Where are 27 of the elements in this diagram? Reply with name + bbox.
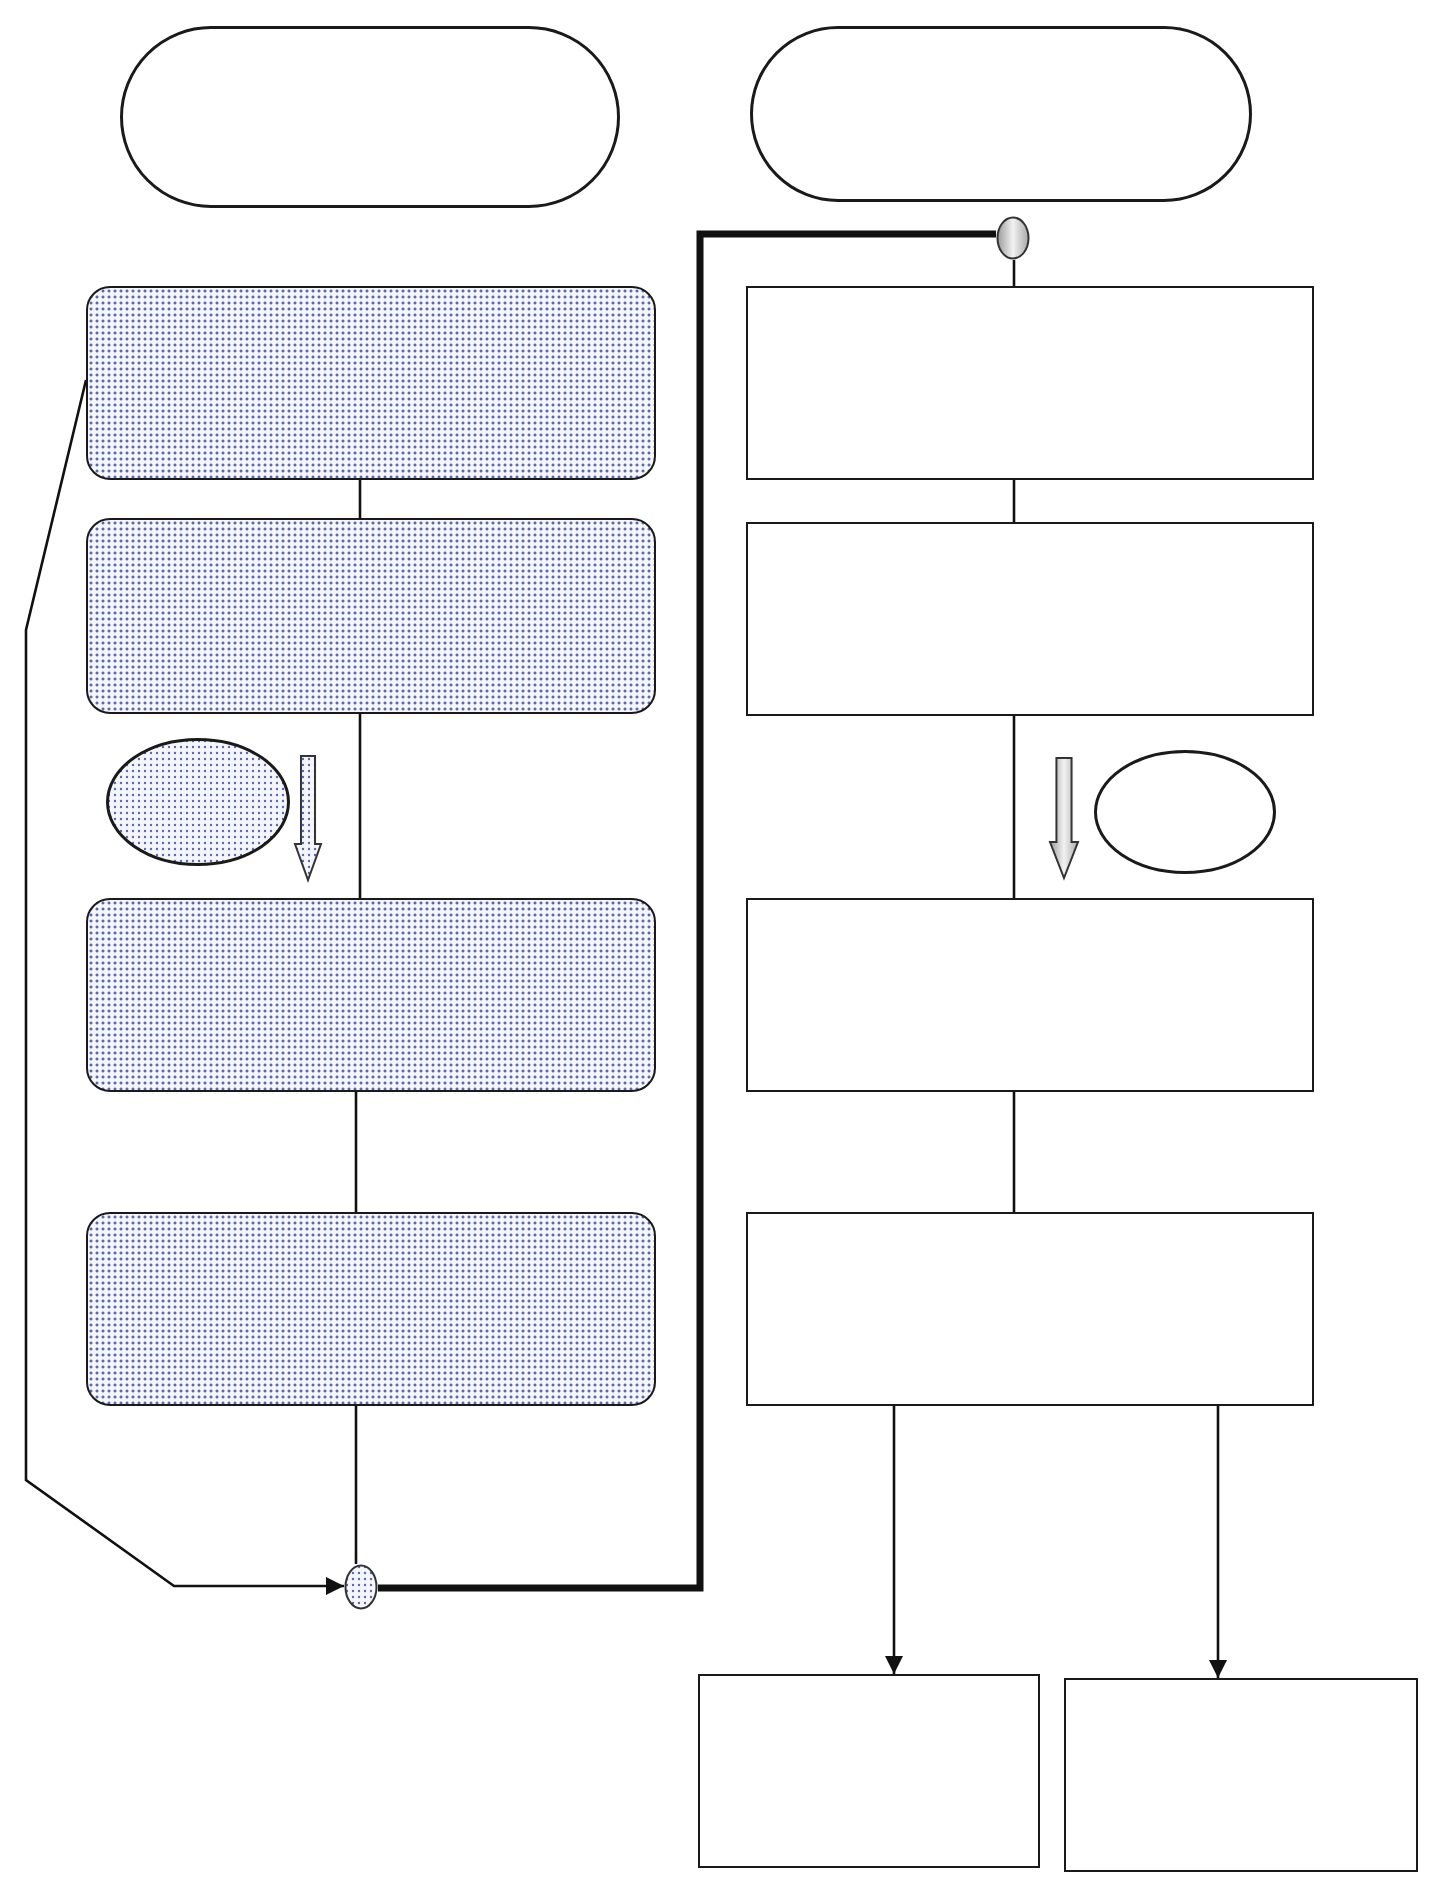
ellipse-shape [106, 738, 290, 866]
process-box [1064, 1678, 1418, 1872]
dotted-rounded-box [86, 518, 656, 714]
dotted-rounded-box [86, 286, 656, 480]
arrow [1209, 1406, 1227, 1678]
process-box [746, 1212, 1314, 1406]
dotted-rounded-box [86, 1212, 656, 1406]
connector-line [1012, 260, 1016, 286]
connector-line [358, 480, 362, 518]
process-box [698, 1674, 1040, 1868]
process-box [746, 522, 1314, 716]
connector-circle [344, 1564, 378, 1610]
connector-line [1012, 1092, 1016, 1212]
block-arrow [293, 755, 323, 883]
connector-circle [996, 216, 1030, 260]
connector-line [354, 1406, 358, 1564]
process-box [746, 898, 1314, 1092]
dotted-rounded-box [86, 898, 656, 1092]
ellipse-shape [1094, 750, 1276, 874]
arrow [885, 1406, 903, 1674]
thick-connector-line [378, 230, 996, 1592]
connector-line [1012, 480, 1016, 522]
connector-line [1012, 716, 1016, 898]
process-box [746, 286, 1314, 480]
connector-line [354, 1092, 358, 1212]
arrow [24, 379, 344, 1595]
connector-line [358, 714, 362, 898]
